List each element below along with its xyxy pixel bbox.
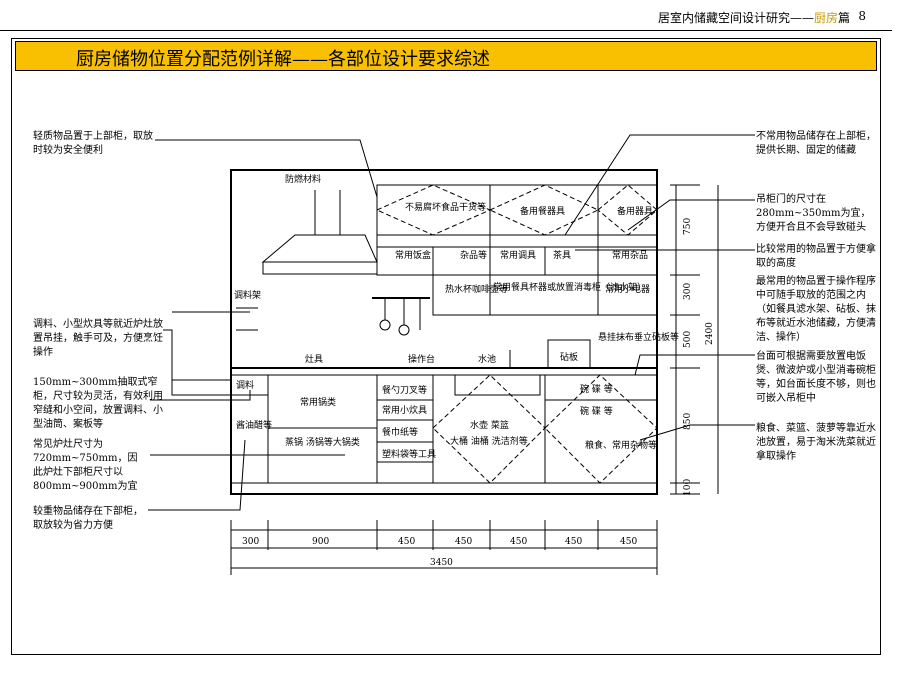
svg-text:500: 500	[683, 331, 693, 348]
svg-text:100: 100	[683, 479, 693, 496]
svg-text:塑料袋等工具: 塑料袋等工具	[382, 448, 436, 460]
label-fire-material: 防燃材料	[285, 173, 321, 185]
svg-text:大桶 油桶 洗洁剂等: 大桶 油桶 洗洁剂等	[450, 435, 528, 447]
note-right-1: 不常用物品储存在上部柜，提供长期、固定的储藏	[756, 131, 876, 156]
page-frame	[11, 38, 881, 655]
svg-text:900: 900	[312, 537, 329, 547]
note-right-2: 吊柜门的尺寸在280mm~350mm为宜，方便开合且不会导致碰头	[756, 194, 871, 233]
svg-text:调料: 调料	[236, 379, 254, 391]
svg-text:备用器具: 备用器具	[617, 205, 653, 217]
svg-text:450: 450	[565, 537, 582, 547]
svg-text:操作台: 操作台	[408, 353, 435, 365]
svg-text:3450: 3450	[430, 558, 453, 568]
note-left-4: 常见炉灶尺寸为720mm~750mm，因此炉灶下部柜尺寸以800mm~900mm…	[33, 439, 138, 492]
svg-text:餐勺刀叉等: 餐勺刀叉等	[382, 384, 427, 396]
svg-text:常用小炊具: 常用小炊具	[382, 404, 427, 416]
svg-text:常用小电器: 常用小电器	[605, 283, 650, 295]
svg-text:450: 450	[620, 537, 637, 547]
svg-text:常用调具: 常用调具	[500, 249, 536, 261]
svg-text:蒸锅 汤锅等大锅类: 蒸锅 汤锅等大锅类	[285, 436, 360, 448]
page-number: 8	[858, 9, 866, 23]
svg-text:300: 300	[242, 537, 259, 547]
svg-text:粮食、常用杂物等: 粮食、常用杂物等	[585, 439, 657, 451]
svg-text:常用饭盒: 常用饭盒	[395, 249, 431, 261]
svg-text:850: 850	[683, 413, 693, 430]
header-rule	[0, 30, 892, 31]
svg-text:碗 碟 等: 碗 碟 等	[580, 405, 613, 417]
header-highlight: 厨房	[813, 11, 838, 25]
svg-text:备用餐器具: 备用餐器具	[520, 205, 565, 217]
note-left-3: 150mm~300mm抽取式窄柜，尺寸较为灵活，有效利用窄缝和小空间，放置调料、…	[33, 377, 163, 430]
svg-text:常用杂品: 常用杂品	[612, 249, 648, 261]
svg-text:餐巾纸等: 餐巾纸等	[382, 426, 418, 438]
svg-text:300: 300	[683, 283, 693, 300]
svg-text:2400: 2400	[705, 322, 715, 345]
svg-text:水壶 菜篮: 水壶 菜篮	[470, 419, 509, 431]
page-header: 居室内储藏空间设计研究——厨房篇	[657, 11, 850, 25]
svg-text:杂品等: 杂品等	[460, 249, 487, 261]
svg-text:水池: 水池	[478, 353, 496, 365]
svg-text:450: 450	[398, 537, 415, 547]
svg-text:灶具: 灶具	[305, 353, 323, 365]
svg-text:450: 450	[455, 537, 472, 547]
svg-text:750: 750	[683, 218, 693, 235]
svg-text:酱油醋等: 酱油醋等	[236, 419, 272, 431]
title-banner: 厨房储物位置分配范例详解——各部位设计要求综述	[15, 41, 877, 71]
svg-text:悬挂抹布垂立砧板等: 悬挂抹布垂立砧板等	[598, 331, 679, 343]
svg-text:常用锅类: 常用锅类	[300, 396, 336, 408]
svg-text:调料架: 调料架	[234, 289, 261, 301]
note-left-1: 轻质物品置于上部柜，取放时较为安全便利	[33, 131, 153, 156]
note-left-2: 调料、小型炊具等就近炉灶放置吊挂，触手可及，方便烹饪操作	[33, 319, 163, 358]
note-left-5: 较重物品储存在下部柜，取放较为省力方便	[33, 506, 143, 531]
svg-text:热水杯咖啡壶等: 热水杯咖啡壶等	[445, 283, 508, 295]
note-right-5: 台面可根据需要放置电饭煲、微波炉或小型消毒碗柜等，如台面长度不够，则也可嵌入吊柜…	[756, 351, 876, 404]
note-right-6: 粮食、菜篮、菠萝等靠近水池放置，易于淘米洗菜就近拿取操作	[756, 423, 876, 462]
svg-text:茶具: 茶具	[553, 249, 571, 261]
svg-text:450: 450	[510, 537, 527, 547]
banner-title: 厨房储物位置分配范例详解——各部位设计要求综述	[76, 49, 490, 70]
note-right-3: 比较常用的物品置于方便拿取的高度	[756, 244, 876, 269]
note-right-4: 最常用的物品置于操作程序中可随手取放的范围之内（如餐具滤水架、砧板、抹布等就近水…	[756, 276, 876, 343]
svg-text:不易腐坏食品干货等: 不易腐坏食品干货等	[405, 201, 486, 213]
svg-text:碗 碟 等: 碗 碟 等	[580, 383, 613, 395]
svg-text:砧板: 砧板	[560, 351, 578, 363]
svg-text:常用餐具杯器或放置消毒柜（滤水架）: 常用餐具杯器或放置消毒柜（滤水架）	[493, 281, 646, 293]
